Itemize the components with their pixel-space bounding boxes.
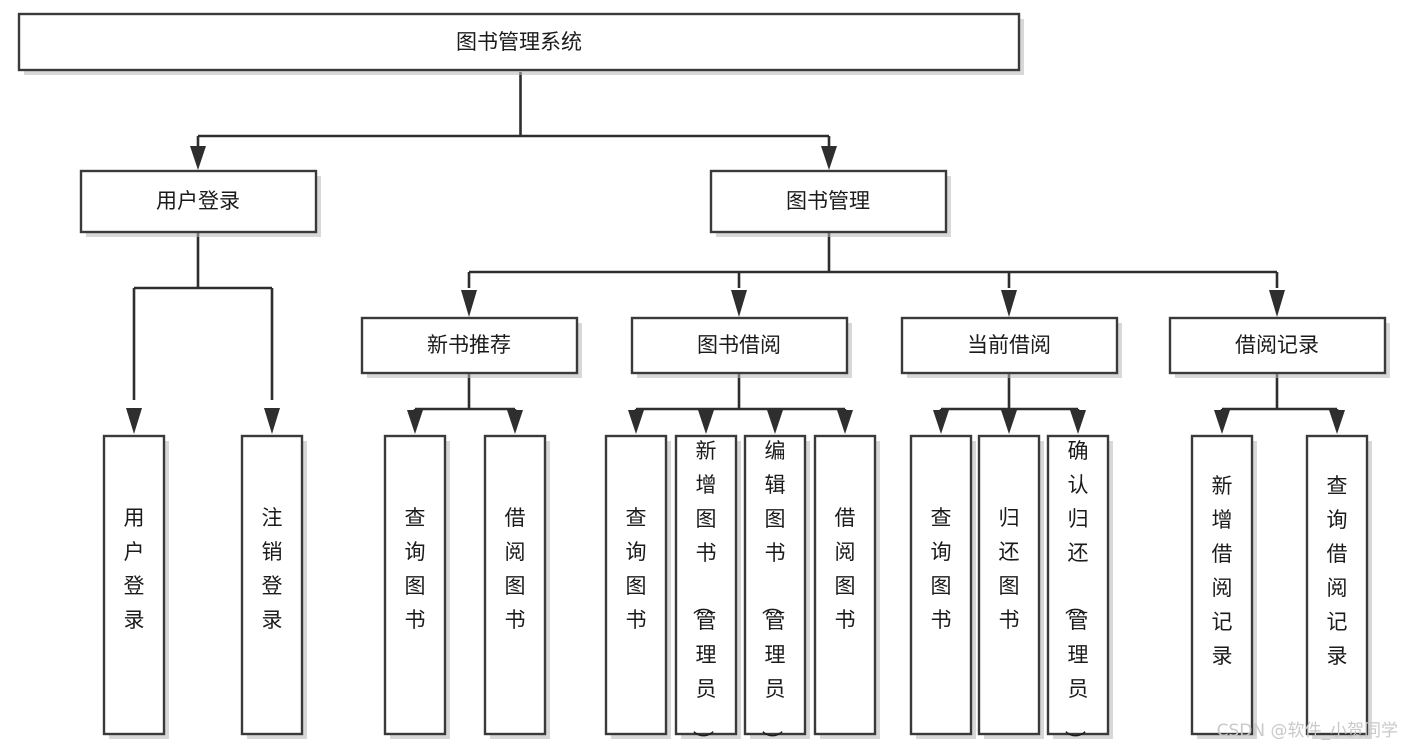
node-leaf-user-logout[interactable]: 注销登录 (240, 434, 307, 739)
node-rect[interactable] (1168, 316, 1387, 375)
arrow-head-leaf-edit-book (767, 410, 783, 434)
node-label-leaf-return-book: 归还图书 (999, 506, 1020, 632)
arrow-head-leaf-borrow-book-2 (837, 410, 853, 434)
arrow-head-borrow-record (1269, 290, 1285, 317)
node-leaf-query-book-2[interactable]: 查询图书 (604, 434, 671, 739)
node-label-book-management: 图书管理 (786, 189, 870, 213)
node-rect[interactable] (709, 169, 948, 234)
node-rect[interactable] (1190, 434, 1254, 736)
node-label-borrow-record: 借阅记录 (1235, 333, 1319, 357)
node-book-borrow[interactable]: 图书借阅 (630, 316, 852, 378)
node-rect[interactable] (977, 434, 1041, 736)
arrow-head-leaf-user-login (126, 408, 142, 434)
node-book-management[interactable]: 图书管理 (709, 169, 951, 237)
node-user-login[interactable]: 用户登录 (79, 169, 321, 237)
node-leaf-add-record[interactable]: 新增借阅记录 (1190, 434, 1257, 739)
node-rect[interactable] (17, 12, 1021, 72)
node-label-leaf-user-login: 用户登录 (124, 506, 145, 632)
arrow-head-leaf-add-record (1214, 410, 1230, 434)
node-label-leaf-edit-book: 编辑图书（管理员） (760, 439, 786, 747)
arrow-head-user-login (190, 146, 206, 170)
arrow-head-leaf-query-book-3 (933, 410, 949, 434)
watermark-label: CSDN @软件_小贺同学 (1217, 721, 1398, 741)
arrow-head-leaf-confirm-return (1070, 410, 1086, 434)
node-leaf-confirm-return[interactable]: 确认归还（管理员） (1046, 434, 1113, 747)
node-label-leaf-query-record: 查询借阅记录 (1327, 474, 1348, 668)
node-rect[interactable] (604, 434, 668, 736)
node-label-leaf-borrow-book-2: 借阅图书 (835, 506, 856, 632)
node-label-root-system: 图书管理系统 (456, 30, 582, 54)
node-rect[interactable] (1305, 434, 1369, 736)
node-label-leaf-add-book: 新增图书（管理员） (691, 439, 717, 747)
node-label-current-borrow: 当前借阅 (967, 333, 1051, 357)
node-leaf-add-book[interactable]: 新增图书（管理员） (674, 434, 741, 747)
arrow-head-book-management (821, 146, 837, 170)
node-leaf-return-book[interactable]: 归还图书 (977, 434, 1044, 739)
node-rect[interactable] (240, 434, 304, 736)
node-rect[interactable] (674, 434, 738, 736)
node-root-system[interactable]: 图书管理系统 (17, 12, 1024, 75)
node-rect[interactable] (79, 169, 318, 234)
node-label-leaf-query-book-2: 查询图书 (626, 506, 647, 632)
arrow-head-leaf-user-logout (264, 408, 280, 434)
node-label-leaf-user-logout: 注销登录 (262, 506, 283, 632)
node-label-user-login: 用户登录 (156, 189, 240, 213)
node-label-leaf-add-record: 新增借阅记录 (1212, 474, 1233, 668)
arrow-head-leaf-query-record (1329, 410, 1345, 434)
arrow-head-leaf-query-book-1 (407, 410, 423, 434)
node-borrow-record[interactable]: 借阅记录 (1168, 316, 1390, 378)
node-leaf-query-record[interactable]: 查询借阅记录 (1305, 434, 1372, 739)
node-leaf-query-book-3[interactable]: 查询图书 (909, 434, 976, 739)
node-leaf-borrow-book-2[interactable]: 借阅图书 (813, 434, 880, 739)
node-rect[interactable] (813, 434, 877, 736)
arrow-head-leaf-add-book (698, 410, 714, 434)
arrow-head-leaf-borrow-book-1 (507, 410, 523, 434)
node-label-leaf-query-book-3: 查询图书 (931, 506, 952, 632)
node-rect[interactable] (743, 434, 807, 736)
arrow-head-new-book-recommend (461, 290, 477, 317)
node-leaf-user-login[interactable]: 用户登录 (102, 434, 169, 739)
node-label-book-borrow: 图书借阅 (697, 333, 781, 357)
arrow-head-leaf-query-book-2 (628, 410, 644, 434)
node-new-book-recommend[interactable]: 新书推荐 (360, 316, 582, 378)
node-rect[interactable] (1046, 434, 1110, 736)
node-rect[interactable] (102, 434, 166, 736)
node-label-new-book-recommend: 新书推荐 (427, 333, 511, 357)
node-leaf-borrow-book-1[interactable]: 借阅图书 (483, 434, 550, 739)
arrow-head-book-borrow (731, 290, 747, 317)
node-current-borrow[interactable]: 当前借阅 (900, 316, 1122, 378)
node-rect[interactable] (900, 316, 1119, 375)
node-rect[interactable] (383, 434, 447, 736)
node-label-leaf-borrow-book-1: 借阅图书 (505, 506, 526, 632)
node-leaf-query-book-1[interactable]: 查询图书 (383, 434, 450, 739)
node-leaf-edit-book[interactable]: 编辑图书（管理员） (743, 434, 810, 747)
node-rect[interactable] (483, 434, 547, 736)
node-rect[interactable] (360, 316, 579, 375)
node-rect[interactable] (909, 434, 973, 736)
connector-layer (126, 72, 1345, 434)
arrow-head-leaf-return-book (1001, 410, 1017, 434)
arrow-head-current-borrow (1001, 290, 1017, 317)
node-label-leaf-query-book-1: 查询图书 (405, 506, 426, 632)
node-label-leaf-confirm-return: 确认归还（管理员） (1063, 439, 1089, 747)
node-rect[interactable] (630, 316, 849, 375)
